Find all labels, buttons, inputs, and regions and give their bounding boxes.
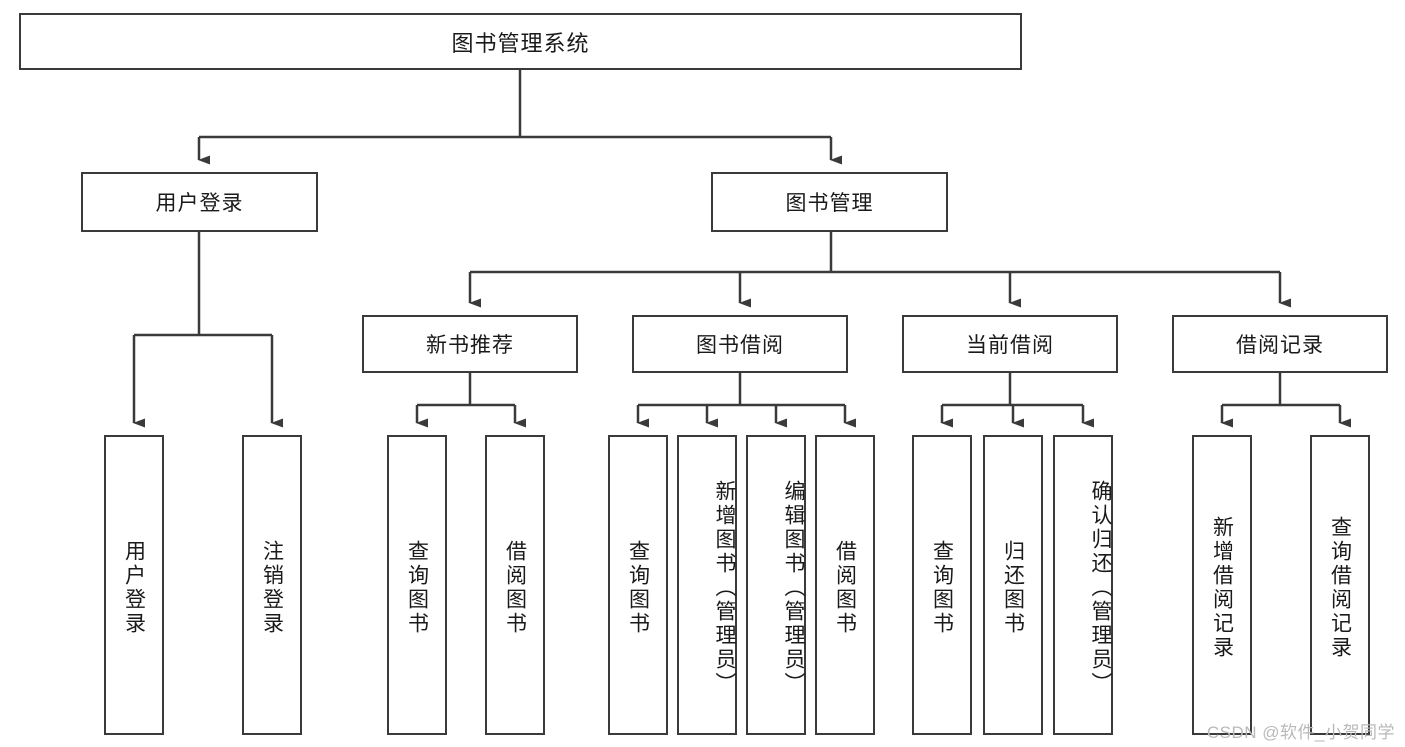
leaf-query-book-3-label: 查询图书 <box>930 540 954 636</box>
leaf-user-login-label: 用户登录 <box>122 540 146 636</box>
leaf-borrow-book-2-label: 借阅图书 <box>833 540 857 636</box>
node-user-login[interactable]: 用户登录 <box>81 172 318 232</box>
leaf-confirm-return-label: 确认归还（管理员） <box>1089 480 1112 696</box>
leaf-user-logout-label: 注销登录 <box>260 540 284 636</box>
node-root[interactable]: 图书管理系统 <box>19 13 1022 70</box>
leaf-query-book-2[interactable]: 查询图书 <box>608 435 668 735</box>
node-borrow-record[interactable]: 借阅记录 <box>1172 315 1388 373</box>
node-new-book-rec-label: 新书推荐 <box>426 334 514 357</box>
leaf-edit-book-label: 编辑图书（管理员） <box>782 480 805 696</box>
node-book-borrow[interactable]: 图书借阅 <box>632 315 848 373</box>
leaf-query-book-1[interactable]: 查询图书 <box>387 435 447 735</box>
leaf-query-record[interactable]: 查询借阅记录 <box>1310 435 1370 735</box>
node-current-borrow-label: 当前借阅 <box>966 334 1054 357</box>
node-new-book-rec[interactable]: 新书推荐 <box>362 315 578 373</box>
leaf-add-book[interactable]: 新增图书（管理员） <box>677 435 737 735</box>
leaf-edit-book[interactable]: 编辑图书（管理员） <box>746 435 806 735</box>
leaf-add-book-label: 新增图书（管理员） <box>713 480 736 696</box>
leaf-query-book-2-label: 查询图书 <box>626 540 650 636</box>
leaf-user-logout[interactable]: 注销登录 <box>242 435 302 735</box>
leaf-query-book-3[interactable]: 查询图书 <box>912 435 972 735</box>
leaf-query-book-1-label: 查询图书 <box>405 540 429 636</box>
leaf-add-record-label: 新增借阅记录 <box>1210 516 1234 660</box>
leaf-add-record[interactable]: 新增借阅记录 <box>1192 435 1252 735</box>
node-current-borrow[interactable]: 当前借阅 <box>902 315 1118 373</box>
leaf-return-book[interactable]: 归还图书 <box>983 435 1043 735</box>
node-root-label: 图书管理系统 <box>451 30 590 56</box>
node-user-login-label: 用户登录 <box>155 192 244 215</box>
leaf-return-book-label: 归还图书 <box>1001 540 1025 636</box>
csdn-watermark: CSDN @软件_小贺同学 <box>1206 723 1395 742</box>
leaf-user-login[interactable]: 用户登录 <box>104 435 164 735</box>
node-borrow-record-label: 借阅记录 <box>1236 334 1324 357</box>
leaf-query-record-label: 查询借阅记录 <box>1328 516 1352 660</box>
leaf-borrow-book-2[interactable]: 借阅图书 <box>815 435 875 735</box>
node-book-manage[interactable]: 图书管理 <box>711 172 948 232</box>
node-book-borrow-label: 图书借阅 <box>696 334 784 357</box>
leaf-confirm-return[interactable]: 确认归还（管理员） <box>1053 435 1113 735</box>
leaf-borrow-book-1[interactable]: 借阅图书 <box>485 435 545 735</box>
leaf-borrow-book-1-label: 借阅图书 <box>503 540 527 636</box>
node-book-manage-label: 图书管理 <box>785 192 874 215</box>
